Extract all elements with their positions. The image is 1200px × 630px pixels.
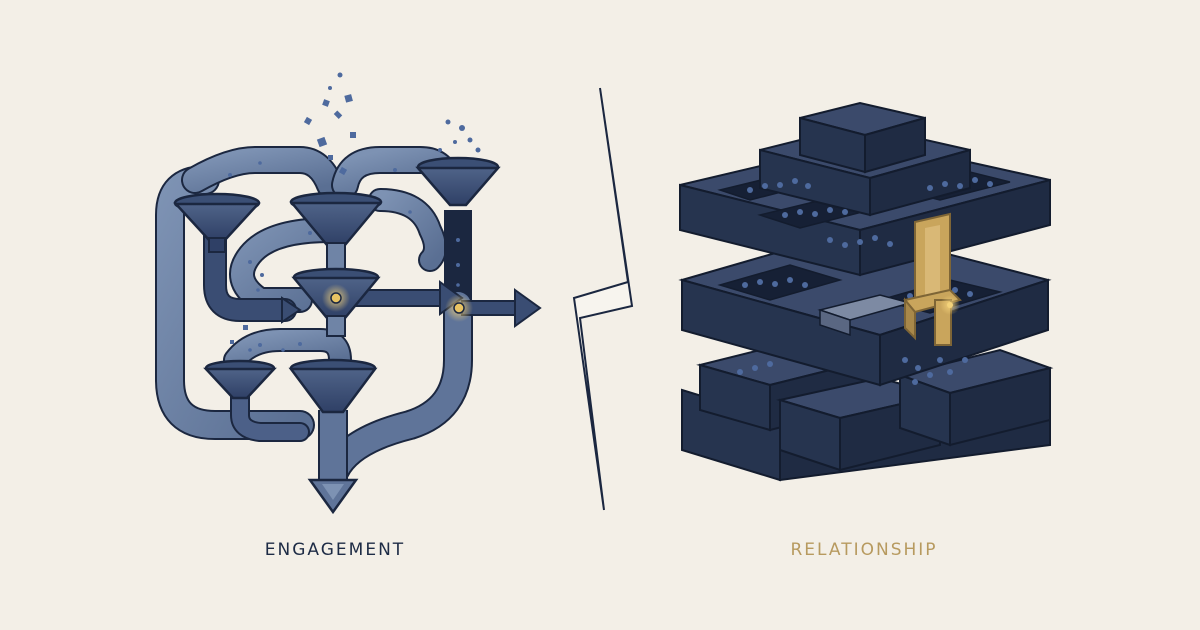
funnel-icon — [415, 156, 501, 207]
isometric-maze-cube-icon — [678, 101, 1054, 482]
particles — [228, 72, 481, 352]
engagement-diagram — [155, 72, 542, 515]
arrow-down-icon — [307, 478, 359, 515]
glow-node — [322, 284, 350, 312]
funnel-icon — [289, 191, 383, 274]
gold-key-icon — [903, 212, 962, 346]
engagement-label: ENGAGEMENT — [264, 540, 406, 560]
glow-node — [445, 294, 473, 322]
pipe-network — [155, 146, 473, 485]
funnel-icon — [288, 358, 378, 414]
funnel-icon — [173, 192, 261, 253]
particles — [737, 177, 993, 385]
relationship-label: RELATIONSHIP — [790, 540, 938, 560]
lightning-divider-icon — [572, 87, 634, 511]
funnel-icon — [203, 359, 277, 400]
